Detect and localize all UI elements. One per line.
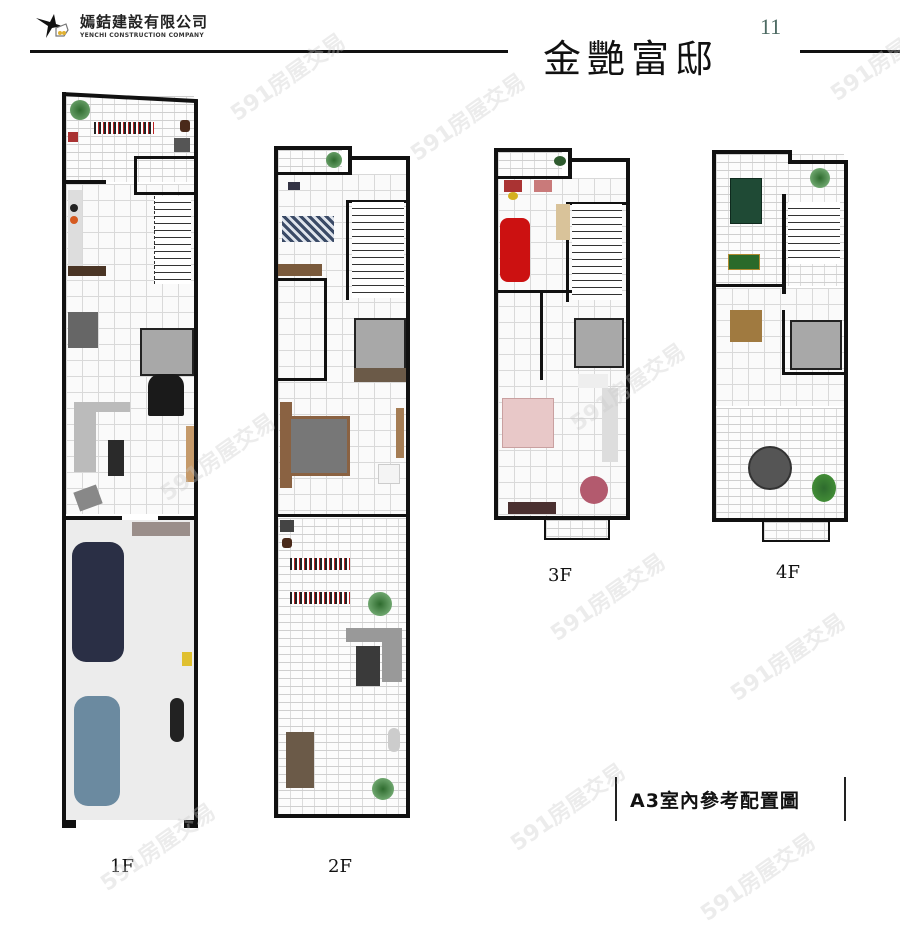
plant-icon <box>810 168 830 188</box>
floor-plan-4f <box>712 150 850 542</box>
wardrobe <box>602 388 618 462</box>
bench <box>508 502 556 514</box>
elevator <box>574 318 624 368</box>
tv-cabinet <box>186 426 194 482</box>
wardrobe-2 <box>354 368 406 382</box>
layout-caption: A3室內參考配置圖 <box>630 790 800 812</box>
sofa <box>74 402 130 412</box>
sofa-chaise <box>74 402 96 472</box>
clothes-rack-icon <box>94 122 154 134</box>
staircase <box>572 204 622 300</box>
stove-burner-icon <box>70 216 78 224</box>
watermark: 591房屋交易 <box>696 829 821 927</box>
wardrobe <box>278 264 322 276</box>
watermark: 591房屋交易 <box>506 759 631 857</box>
washer-icon <box>174 138 190 152</box>
desk <box>578 374 608 388</box>
plant-icon <box>372 778 394 800</box>
foosball-table-icon <box>728 254 760 270</box>
elevator <box>790 320 842 370</box>
elevator <box>140 328 194 376</box>
company-name-en: YENCHI CONSTRUCTION COMPANY <box>80 32 205 39</box>
header-divider-left <box>30 50 508 53</box>
dining-table <box>286 732 314 788</box>
sofa-chaise <box>382 628 402 682</box>
car-blue-suv-icon <box>74 696 120 806</box>
kitchen-counter <box>68 190 82 270</box>
plant-icon <box>368 592 392 616</box>
swallow-icon <box>36 14 69 38</box>
rear-balcony <box>498 152 562 176</box>
clothes-rack-icon <box>290 558 350 570</box>
stool-icon <box>180 120 190 132</box>
watermark: 591房屋交易 <box>826 9 900 107</box>
floor-label-3f: 3F <box>548 565 572 586</box>
floor-plan-1f <box>62 92 198 828</box>
project-title: 金艷富邸 <box>543 37 720 81</box>
chair-icon <box>508 192 518 200</box>
desk <box>504 180 522 192</box>
floor-label-4f: 4F <box>776 562 800 583</box>
coffee-table <box>356 646 380 686</box>
desk-chair-icon <box>288 182 300 190</box>
floor-plan-2f <box>274 146 410 818</box>
double-bed <box>288 416 350 476</box>
tv-cabinet <box>396 408 404 458</box>
toy-box <box>534 180 552 192</box>
desk <box>378 464 400 484</box>
piano-icon <box>148 374 184 416</box>
floor-label-1f: 1F <box>110 856 134 877</box>
front-balcony <box>764 522 828 540</box>
car-dark-suv-icon <box>72 542 124 662</box>
elevator <box>354 318 406 370</box>
floor-label-2f: 2F <box>328 856 352 877</box>
plant-icon <box>70 100 90 120</box>
watermark: 591房屋交易 <box>726 609 851 707</box>
staircase <box>154 196 191 284</box>
pool-table-icon <box>730 178 762 224</box>
watermark: 591房屋交易 <box>546 549 671 647</box>
chair-icon <box>388 728 400 752</box>
front-balcony <box>546 520 608 538</box>
coffee-table <box>108 440 124 476</box>
plant-icon <box>326 152 342 168</box>
scooter-icon <box>182 652 192 666</box>
car-bed-icon <box>500 218 530 282</box>
header-divider-right <box>800 50 900 53</box>
motorcycle-icon <box>170 698 184 742</box>
mahjong-table-icon <box>730 310 762 342</box>
plant-icon <box>554 156 566 166</box>
kitchen-island <box>68 266 106 276</box>
plant-icon <box>812 474 836 502</box>
legend-bracket-right <box>844 777 846 821</box>
staircase <box>352 202 404 298</box>
company-name-zh: 嫣銡建設有限公司 <box>80 13 209 31</box>
page-number: 11 <box>760 14 782 39</box>
double-bed-pink <box>502 398 554 448</box>
floor-plan-3f <box>494 148 630 540</box>
watermark: 591房屋交易 <box>226 29 351 127</box>
round-rug <box>580 476 608 504</box>
shoe-mat <box>132 522 190 536</box>
cabinet <box>280 520 294 532</box>
legend-bracket-left <box>615 777 617 821</box>
stove-icon <box>70 204 78 212</box>
company-logo <box>36 12 70 40</box>
interior-floor <box>716 288 844 406</box>
dining-table <box>68 312 98 348</box>
single-bed <box>282 216 334 242</box>
shelf <box>556 204 570 240</box>
staircase <box>788 202 840 264</box>
clothes-rack-icon <box>290 592 350 604</box>
round-patio-table-icon <box>748 446 792 490</box>
cabinet-icon <box>68 132 78 142</box>
stool-icon <box>282 538 292 548</box>
